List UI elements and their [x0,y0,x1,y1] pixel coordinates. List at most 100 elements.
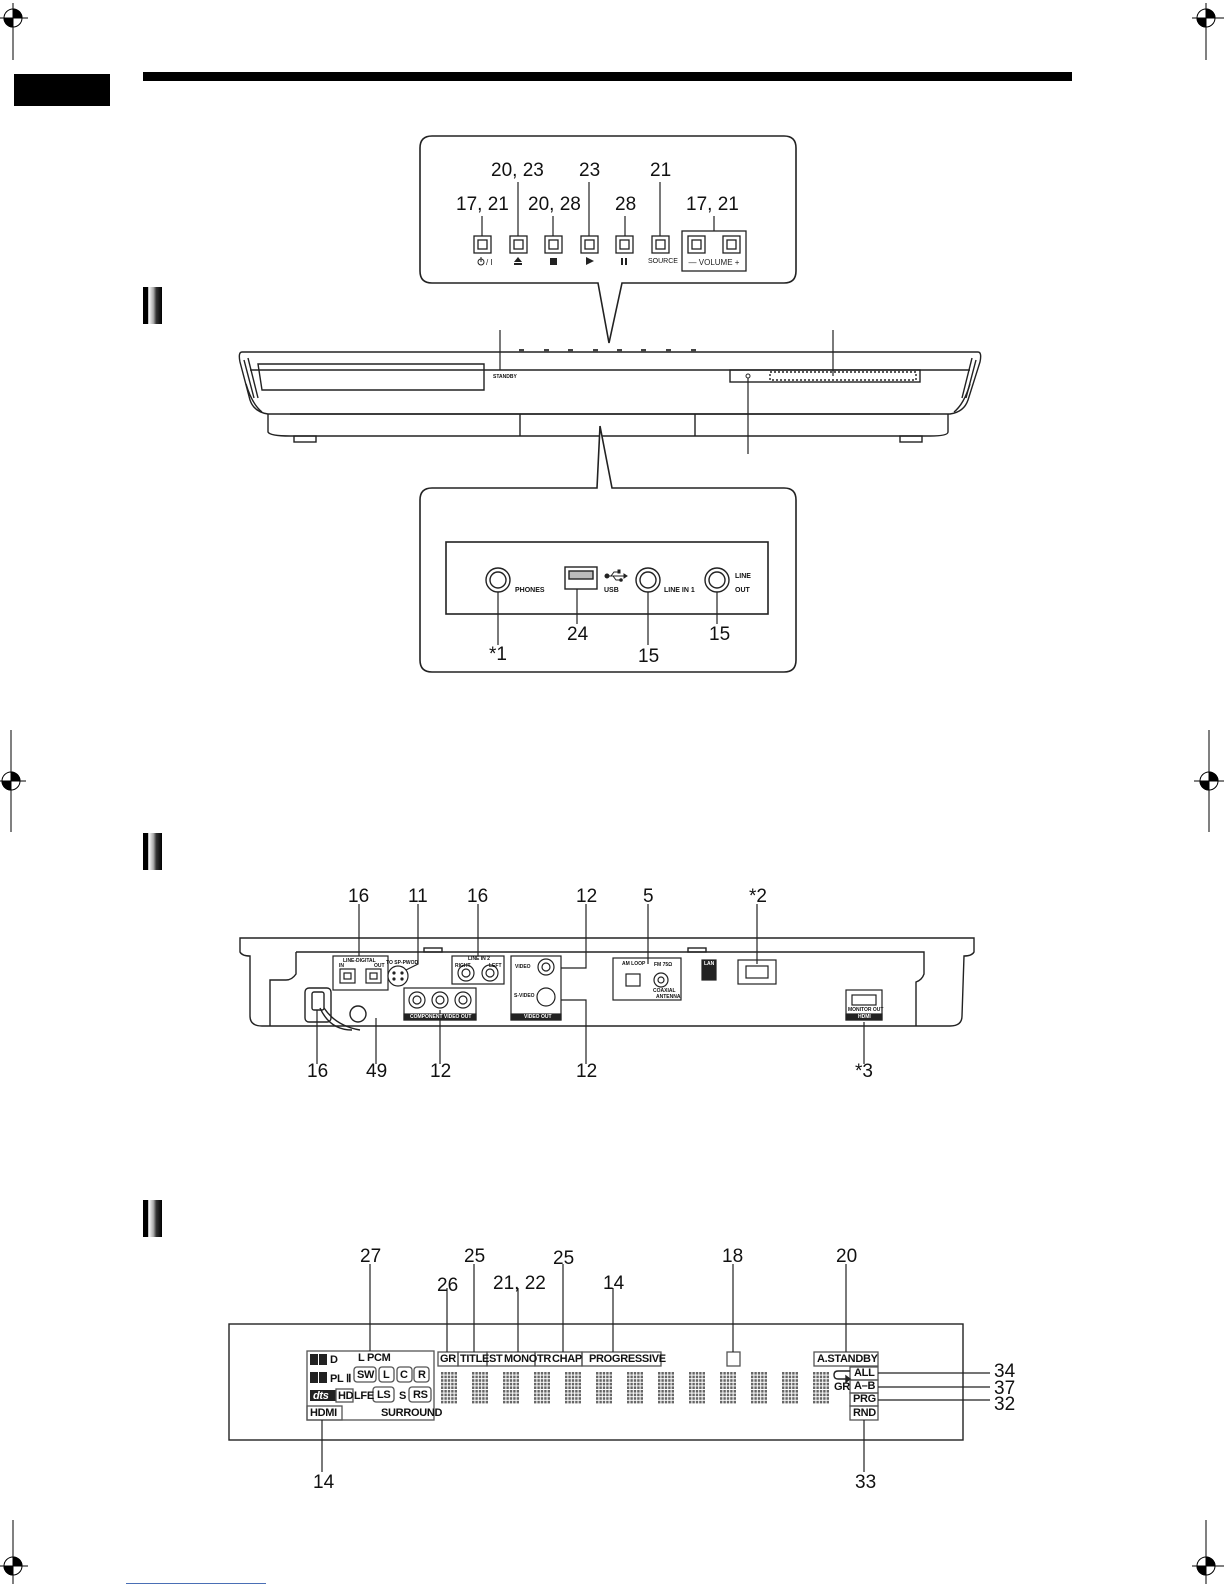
ind-lpcm: L PCM [358,1352,391,1364]
ind-hdmi: HDMI [310,1407,337,1419]
ind-chap: CHAP [552,1353,582,1365]
digital-out-port[interactable] [365,968,382,984]
dot-matrix-characters [441,1372,829,1404]
callout-play: 23 [579,160,601,181]
to-sp-pwod-label: TO SP-PWOD [386,960,419,966]
line-digital-label: LINE-DIGITAL [343,958,376,964]
lan-label: LAN [704,961,715,967]
callout-line-in: 15 [638,646,660,667]
line-in-2-left-jack[interactable] [481,964,499,982]
display-callout-18: 18 [722,1246,744,1267]
header-tab [14,74,110,106]
speaker-cable-connector[interactable] [349,1005,367,1023]
ind-surround: SURROUND [381,1407,443,1419]
rear-callout-11: 11 [408,886,428,907]
registration-mark-mid-left [0,730,26,832]
callout-line-out: 15 [709,624,731,645]
digital-in-label: IN [339,963,344,969]
ind-dolby-digital: D [330,1354,338,1366]
section-marker-rear [143,833,162,870]
fm-antenna-jack[interactable] [653,972,669,988]
component-y-jack[interactable] [408,991,426,1009]
play-button[interactable] [580,235,599,254]
registration-mark-bottom-left [0,1520,28,1584]
video-label: VIDEO [515,964,531,970]
ind-dts: dts [313,1390,329,1402]
dot-matrix-cell [565,1372,581,1404]
dot-matrix-cell [503,1372,519,1404]
hdmi-rear-label: HDMI [858,1014,871,1020]
am-loop-terminal[interactable] [625,973,641,987]
digital-in-port[interactable] [339,968,356,984]
ind-rnd: RND [853,1407,876,1419]
line-in-2-label: LINE IN 2 [468,956,490,962]
left-label: LEFT [489,963,502,969]
usb-label: USB [604,587,619,594]
dot-matrix-cell [782,1372,798,1404]
display-callout-14a: 14 [603,1273,625,1294]
dot-matrix-cell [627,1372,643,1404]
component-pr-jack[interactable] [454,991,472,1009]
callout-pause: 28 [615,194,637,215]
ind-prg: PRG [853,1393,876,1405]
video-jack[interactable] [537,958,555,976]
rear-panel-diagram [239,904,975,1064]
callout-power: 17, 21 [456,194,509,215]
line-in-2-right-jack[interactable] [457,964,475,982]
line-out-label-1: LINE [735,573,751,580]
phones-label: PHONES [515,587,545,594]
front-panel-diagram: / I — VOLUME + [238,135,982,673]
rear-callout-16b: 16 [467,886,489,907]
usb-icon [604,569,628,582]
display-callout-25b: 25 [553,1248,575,1269]
line-in-1-label: LINE IN 1 [664,587,695,594]
volume-down-button[interactable] [687,235,706,254]
rear-callout-12a: 12 [576,886,598,907]
ind-a-standby: A.STANDBY [817,1353,878,1365]
antenna-label: ANTENNA [656,994,681,1000]
callout-usb: 24 [567,624,589,645]
hdmi-monitor-out-port[interactable] [851,994,877,1006]
dolby-icons [310,1354,336,1401]
power-button[interactable] [473,235,492,254]
rear-callout-16a: 16 [348,886,370,907]
display-callout-26: 26 [437,1275,459,1296]
button-callout-bubble [419,135,797,344]
display-callout-21-22: 21, 22 [493,1273,546,1294]
dot-matrix-cell [813,1372,829,1404]
am-loop-label: AM LOOP [622,961,646,967]
registration-mark-bottom-right [1192,1520,1224,1584]
volume-up-button[interactable] [722,235,741,254]
ind-pl2: PL Ⅱ [330,1373,352,1385]
ind-mono: MONO [504,1353,538,1365]
dot-matrix-cell [596,1372,612,1404]
rear-callout-12b: 12 [430,1061,452,1082]
callout-stop: 20, 28 [528,194,581,215]
dot-matrix-cell [534,1372,550,1404]
dts-icon [310,1390,336,1401]
dot-matrix-cell [472,1372,488,1404]
sp-pwod-port[interactable] [387,965,409,987]
s-video-label: S-VIDEO [514,993,535,999]
rear-callout-star2: *2 [749,886,767,907]
source-label: SOURCE [648,258,678,265]
ind-s: S [399,1390,407,1402]
video-out-label: VIDEO OUT [524,1014,552,1020]
ind-title: TITLE [460,1353,490,1365]
right-label: RIGHT [455,963,471,969]
dot-matrix-cell [751,1372,767,1404]
pause-button[interactable] [615,235,634,254]
display-frame [228,1323,964,1441]
monitor-out-label: MONITOR OUT [848,1007,884,1013]
stop-button[interactable] [544,235,563,254]
callout-source: 21 [650,160,672,181]
source-button[interactable] [651,235,670,254]
dot-matrix-cell [441,1372,457,1404]
component-pb-jack[interactable] [431,991,449,1009]
dot-matrix-cell [720,1372,736,1404]
s-video-port[interactable] [536,987,556,1007]
standby-indicator-label: STANDBY [493,374,517,380]
display-callout-25a: 25 [464,1246,486,1267]
eject-button[interactable] [509,235,528,254]
